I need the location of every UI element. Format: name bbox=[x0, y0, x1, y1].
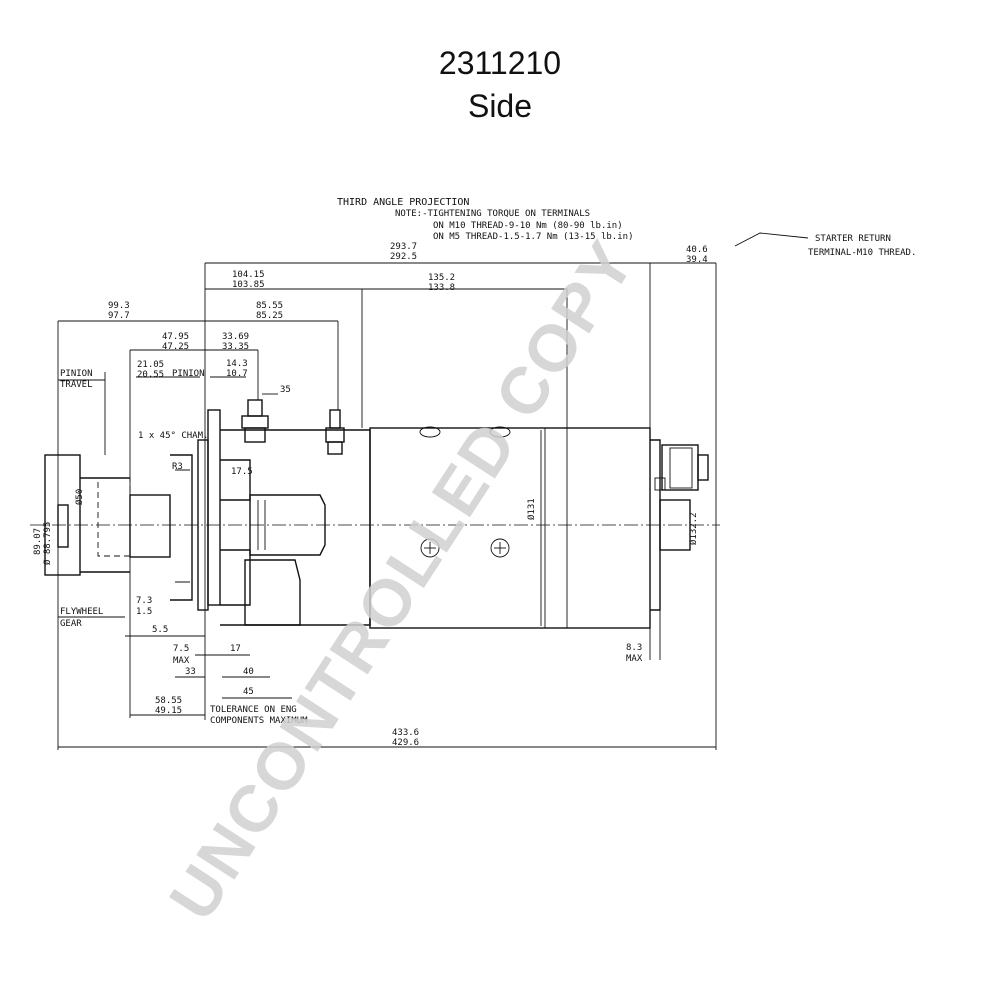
dim-433-a: 433.6 bbox=[392, 728, 419, 738]
dim-104-a: 104.15 bbox=[232, 270, 265, 280]
dim-40: 40 bbox=[243, 667, 254, 677]
dim-8-3: 8.3 bbox=[626, 643, 642, 653]
dim-21-b: 20.55 bbox=[137, 370, 164, 380]
dim-7-3: 7.3 bbox=[136, 596, 152, 606]
dim-135-a: 135.2 bbox=[428, 273, 455, 283]
view-subtitle: Side bbox=[467, 88, 533, 124]
torque-note-1: NOTE:-TIGHTENING TORQUE ON TERMINALS bbox=[395, 209, 590, 219]
dim-85-b: 85.25 bbox=[256, 311, 283, 321]
radius-label: R3 bbox=[172, 462, 183, 472]
dim-58-b: 49.15 bbox=[155, 706, 182, 716]
flywheel-label: FLYWHEEL bbox=[60, 607, 103, 617]
dim-17-5: 17.5 bbox=[231, 467, 253, 477]
tolerance-note-1: TOLERANCE ON ENG bbox=[210, 705, 297, 715]
dim-overall-a: 293.7 bbox=[390, 242, 417, 252]
dim-33: 33 bbox=[185, 667, 196, 677]
dim-14-3: 14.3 bbox=[226, 359, 248, 369]
max-label-a: MAX bbox=[173, 656, 190, 666]
dim-17: 17 bbox=[230, 644, 241, 654]
torque-note-3: ON M5 THREAD-1.5-1.7 Nm (13-15 lb.in) bbox=[433, 232, 633, 242]
projection-note: THIRD ANGLE PROJECTION bbox=[337, 197, 469, 208]
dim-104-b: 103.85 bbox=[232, 280, 265, 290]
dia-132-label: Ø132.2 bbox=[688, 512, 699, 545]
dim-58-a: 58.55 bbox=[155, 696, 182, 706]
dim-5-5: 5.5 bbox=[152, 625, 168, 635]
dim-99-a: 99.3 bbox=[108, 301, 130, 311]
dim-45: 45 bbox=[243, 687, 254, 697]
dim-47-a: 47.95 bbox=[162, 332, 189, 342]
dim-33-b: 33.35 bbox=[222, 342, 249, 352]
dim-7-5: 7.5 bbox=[173, 644, 189, 654]
dim-47-b: 47.25 bbox=[162, 342, 189, 352]
pinion-label-short: PINION bbox=[172, 369, 205, 379]
travel-label: TRAVEL bbox=[60, 380, 93, 390]
torque-note-2: ON M10 THREAD-9-10 Nm (80-90 lb.in) bbox=[433, 221, 623, 231]
part-number-title: 2311210 bbox=[438, 45, 562, 81]
dim-10-7: 10.7 bbox=[226, 369, 248, 379]
max-label-b: MAX bbox=[626, 654, 643, 664]
dim-33-a: 33.69 bbox=[222, 332, 249, 342]
dim-135-b: 133.8 bbox=[428, 283, 455, 293]
dim-overall-b: 292.5 bbox=[390, 252, 417, 262]
gear-label: GEAR bbox=[60, 619, 82, 629]
dim-40-6-b: 39.4 bbox=[686, 255, 708, 265]
dim-40-6-a: 40.6 bbox=[686, 245, 708, 255]
chamfer-label: 1 x 45° CHAM. bbox=[138, 431, 208, 441]
dim-85-a: 85.55 bbox=[256, 301, 283, 311]
dim-99-b: 97.7 bbox=[108, 311, 130, 321]
dia-131-label: Ø131 bbox=[526, 498, 537, 520]
pinion-label: PINION bbox=[60, 369, 93, 379]
dim-35: 35 bbox=[280, 385, 291, 395]
dim-433-b: 429.6 bbox=[392, 738, 419, 748]
dim-1-5: 1.5 bbox=[136, 607, 152, 617]
return-note-2: TERMINAL-M10 THREAD. bbox=[808, 248, 916, 258]
dim-89-b: Ø 88.795 bbox=[42, 522, 53, 565]
dim-21-a: 21.05 bbox=[137, 360, 164, 370]
return-note-1: STARTER RETURN bbox=[815, 234, 891, 244]
tolerance-note-2: COMPONENTS MAXIMUM bbox=[210, 716, 308, 726]
dim-89-a: 89.07 bbox=[33, 528, 43, 555]
